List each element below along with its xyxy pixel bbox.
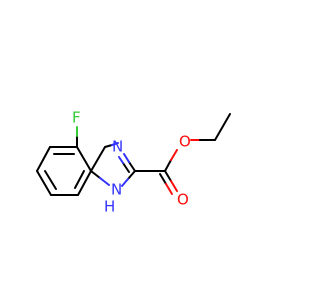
bond-c12-o-carbonyl-1 — [164, 170, 172, 182]
bond-c9-c4 — [76, 146, 92, 172]
atom-h-amine: H — [104, 198, 115, 216]
atom-n-imine: N — [112, 138, 123, 156]
bond-c11-n3-het — [99, 177, 110, 186]
bond-c2-n1 — [128, 161, 136, 172]
atom-o-carbonyl: O — [177, 191, 189, 209]
atom-n-amine: N — [111, 181, 122, 199]
bond-c2-n3-het — [121, 178, 129, 187]
bond-c5-c6 — [36, 146, 51, 172]
bonds — [36, 113, 231, 196]
bond-c2-n1-het — [123, 153, 130, 163]
bond-c11-n3 — [90, 170, 101, 179]
bond-c12-o-carbonyl-1-het — [170, 180, 178, 192]
bond-c8-c9-inner — [74, 170, 85, 189]
bond-c12-o-ester-het — [170, 149, 178, 161]
atom-o-ester: O — [179, 133, 191, 151]
bond-c8-c9 — [77, 170, 92, 196]
bond-c6-c7-inner — [44, 170, 57, 190]
bond-c13-c14 — [214, 113, 231, 141]
atom-f: F — [72, 109, 81, 127]
bond-c2-n3 — [127, 170, 136, 180]
bond-c9-c10 — [90, 146, 106, 172]
bond-c12-o-ester — [164, 159, 172, 172]
structure-canvas: F N N H O O — [36, 108, 231, 216]
bond-c12-o-carbonyl-2 — [159, 173, 167, 185]
molecule-diagram: F N N H O O — [36, 109, 231, 216]
bond-c6-c7 — [36, 170, 52, 196]
atom-labels: F N N H O O — [72, 109, 191, 216]
bond-c2-n1-inner — [122, 162, 130, 173]
bond-c12-o-carbonyl-2-het — [165, 183, 173, 195]
bond-c10-n1 — [104, 144, 113, 148]
bond-c10-n1-het — [111, 142, 119, 146]
bond-c2-n1-inner-het — [118, 156, 124, 164]
